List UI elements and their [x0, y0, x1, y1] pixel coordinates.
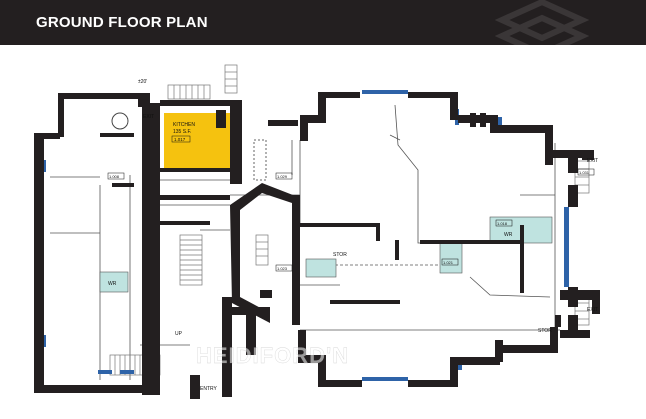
stor-right-label: STOR [538, 328, 552, 334]
exit-right-top-label: EXIT [587, 158, 598, 164]
entry-label: ENTRY [200, 386, 218, 392]
dimension-label: ±20' [138, 79, 147, 85]
room-tag-6: 1.008 [109, 174, 120, 179]
wr-room-left [99, 271, 129, 293]
floor-plan: KITCHEN 135 S.F. 1.017 EXIT ±20' EXIT EX… [0, 45, 646, 414]
room-tag-3: 1.023 [277, 266, 288, 271]
plan-labels: KITCHEN 135 S.F. 1.017 EXIT ±20' EXIT EX… [107, 79, 598, 392]
kitchen-tag: 1.017 [174, 137, 186, 142]
kitchen-name: KITCHEN [173, 122, 195, 128]
wr-right-label: WR [504, 232, 513, 238]
stor-mid-label: STOR [333, 252, 347, 258]
room-tag-2: 1.031 [579, 170, 590, 175]
room-tag-1: 1.029 [277, 174, 288, 179]
watermark: HEIDIFORD'N [196, 343, 350, 368]
wr-room-lower [439, 242, 463, 274]
wr-room-mid [305, 258, 337, 278]
fixture-round [111, 112, 129, 130]
exit-top-label: EXIT [143, 114, 154, 120]
exit-right-bottom-label: EXIT [587, 307, 598, 313]
stacked-cube-logo-icon [494, 0, 590, 45]
walls [34, 92, 600, 399]
page-title: GROUND FLOOR PLAN [36, 14, 208, 31]
up-label: UP [175, 331, 183, 337]
wr-left-label: WR [108, 281, 117, 287]
stair-hatch [253, 139, 267, 181]
kitchen-area: 135 S.F. [173, 129, 191, 135]
room-tag-4: 1.018 [497, 221, 508, 226]
header-bar: GROUND FLOOR PLAN [0, 0, 646, 45]
room-tag-5: 1.021 [443, 260, 454, 265]
floor-plan-drawing: KITCHEN 135 S.F. 1.017 EXIT ±20' EXIT EX… [34, 64, 600, 399]
